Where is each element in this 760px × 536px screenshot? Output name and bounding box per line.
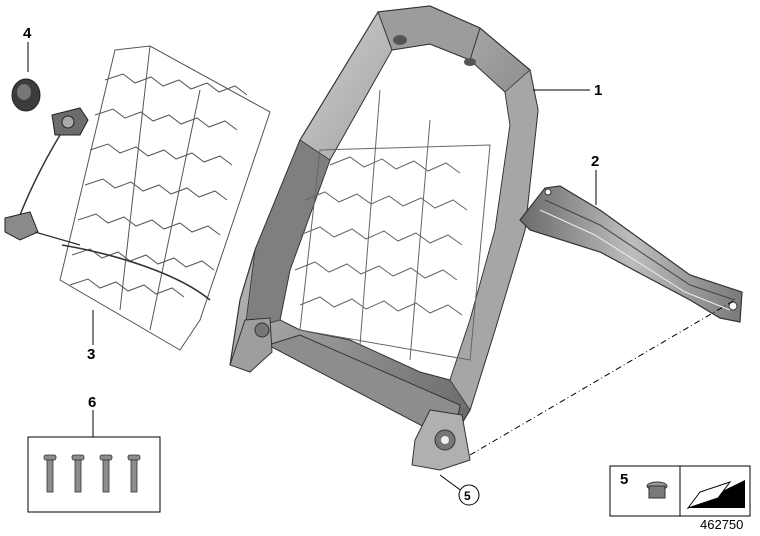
callout-3: 3	[87, 346, 95, 363]
fastener-icon	[646, 481, 668, 499]
lumbar-adjuster	[4, 78, 89, 246]
rivets-box	[27, 436, 161, 513]
callout-6: 6	[88, 394, 96, 411]
spring-mat	[59, 45, 271, 351]
callout-5-circled: 5	[458, 484, 480, 506]
rivet-icon	[43, 454, 141, 493]
cross-bar	[519, 185, 743, 323]
legend-box	[609, 465, 751, 517]
document-number: 462750	[700, 517, 743, 532]
callouts: 1 2 3 4 6 5 5	[23, 25, 628, 506]
callout-4: 4	[23, 25, 32, 42]
callout-2: 2	[591, 153, 599, 170]
callout-5: 5	[464, 489, 471, 503]
legend-callout-5: 5	[620, 471, 628, 488]
callout-1: 1	[594, 82, 602, 99]
leader-lines	[27, 42, 736, 493]
wedge-tool-icon	[686, 480, 745, 509]
backrest-frame	[229, 5, 539, 471]
